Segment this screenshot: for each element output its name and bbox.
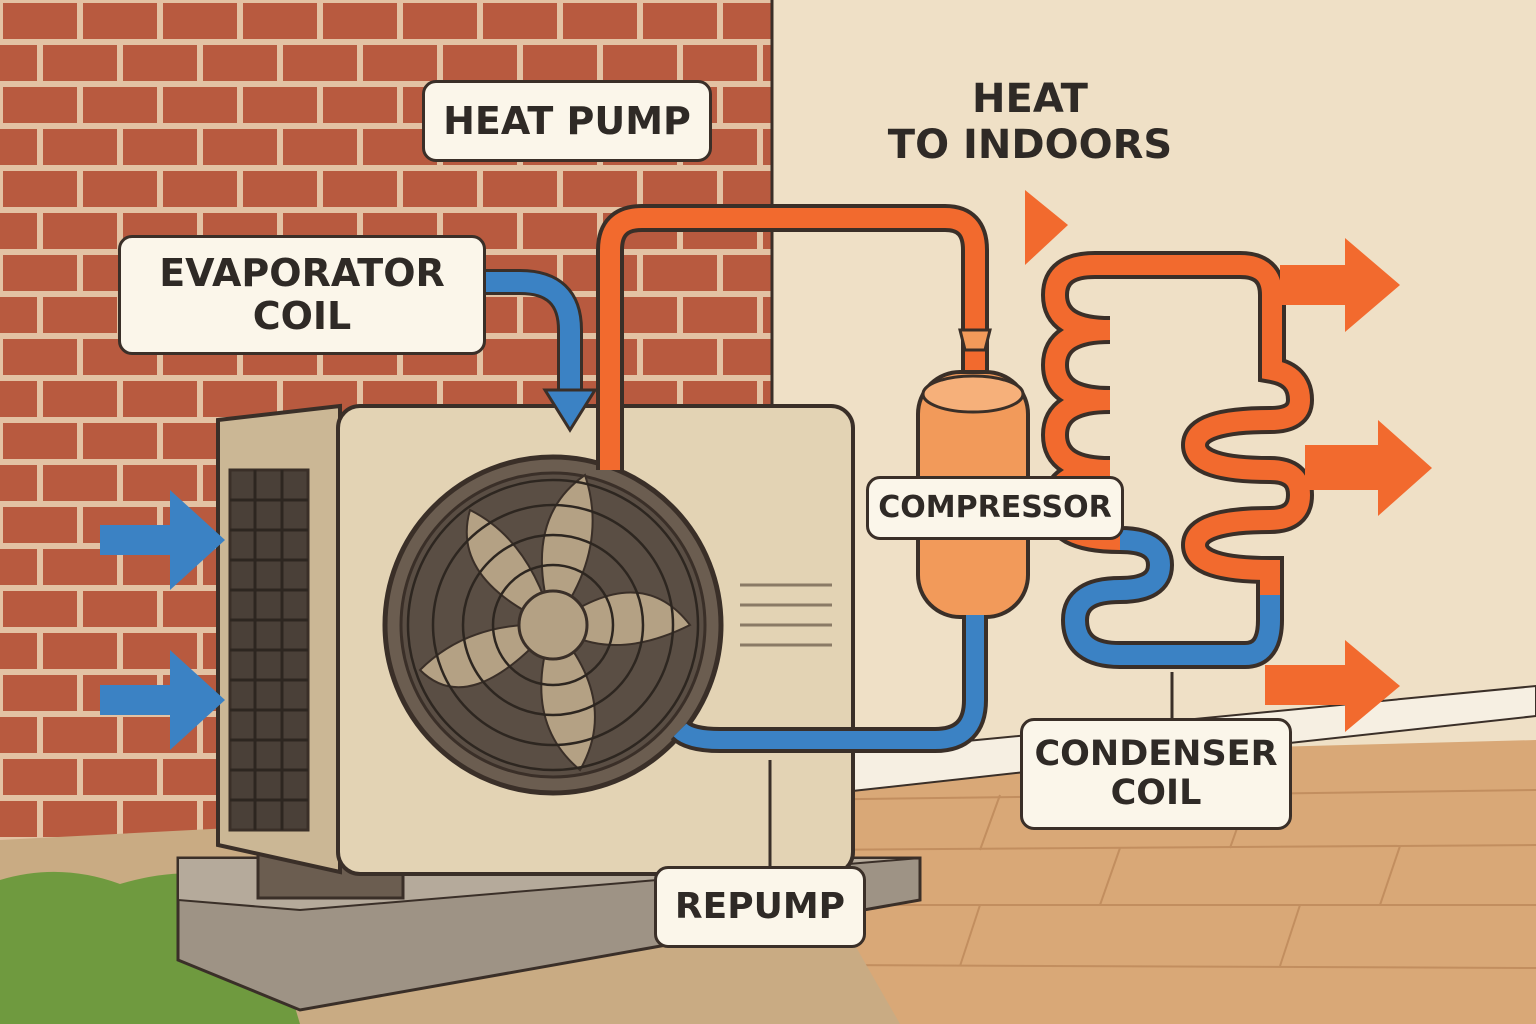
evaporator-coil-label: EVAPORATOR COIL xyxy=(118,235,486,355)
cold-return-line xyxy=(670,615,988,753)
condenser-coil-pipe xyxy=(1040,251,1315,669)
evaporator-pipe xyxy=(455,269,598,433)
leader-lines xyxy=(768,672,1174,868)
vent-grille-icon xyxy=(228,468,310,832)
outdoor-unit xyxy=(216,403,855,876)
interior-wall xyxy=(770,0,1536,760)
wood-floor xyxy=(770,740,1536,1024)
hot-refrigerant-line xyxy=(596,204,989,470)
heat-out-arrow-icon xyxy=(1025,190,1432,732)
air-in-arrow-icon xyxy=(100,490,225,750)
fan-icon xyxy=(382,454,724,796)
compressor-label: COMPRESSOR xyxy=(866,476,1124,540)
condenser-coil-label: CONDENSER COIL xyxy=(1020,718,1292,830)
heat-pump-label: HEAT PUMP xyxy=(422,80,712,162)
repump-label: REPUMP xyxy=(654,866,866,948)
heat-to-indoors-label: HEAT TO INDOORS xyxy=(887,76,1173,168)
